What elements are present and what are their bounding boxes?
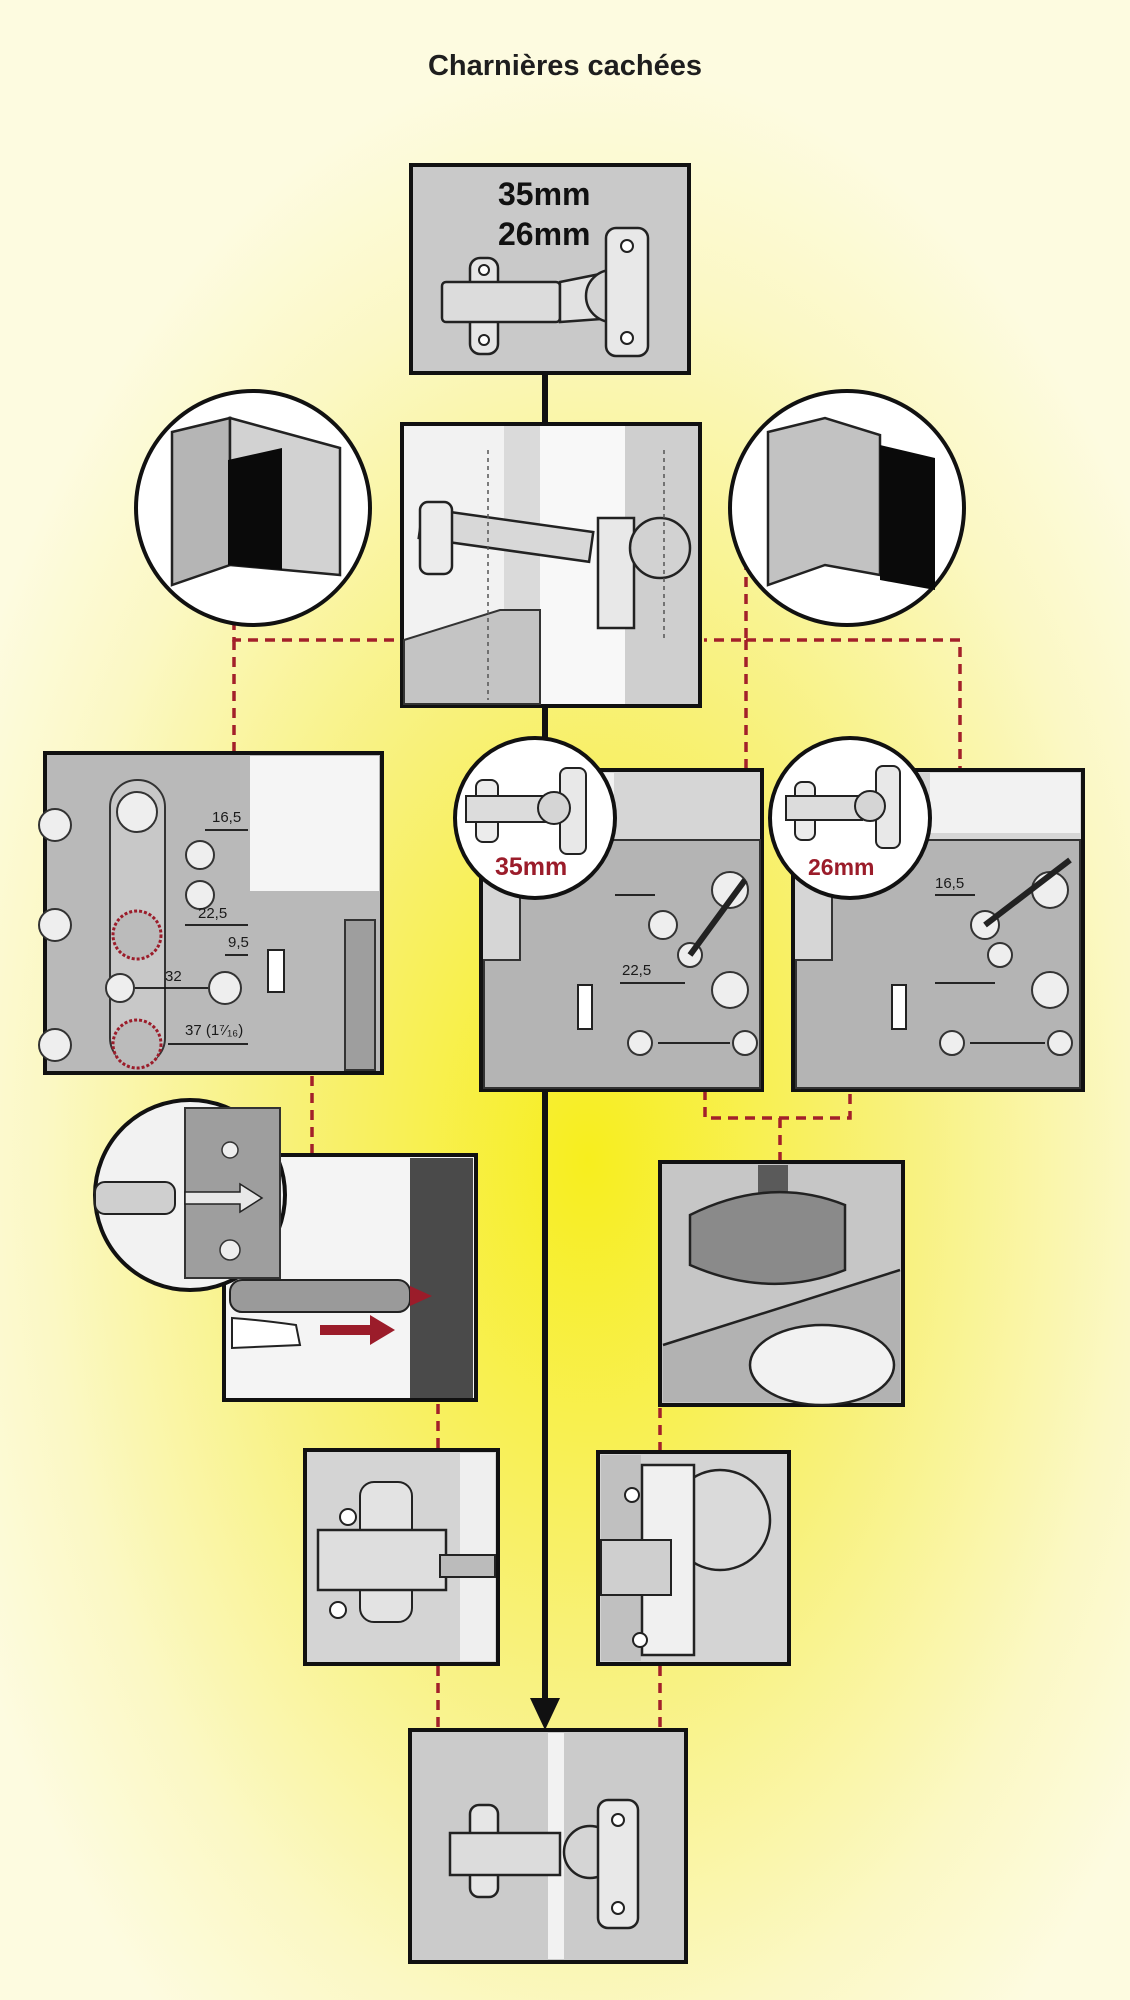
hinge-installed-panel: [400, 422, 702, 708]
inset-35-label: 35mm: [495, 853, 567, 881]
forstner-drilling-panel: [658, 1160, 905, 1407]
dim-35-22-5: 22,5: [622, 962, 651, 979]
hinge-icon: [440, 226, 650, 358]
cabinet-overlay-circle-right: [728, 389, 966, 627]
main-flow-line: [530, 372, 560, 1730]
dim-32: 32: [165, 968, 182, 985]
drilling-template-panel: 16,5 22,5 9,5 32 37 (1⁷⁄₁₆): [38, 751, 384, 1075]
size-26-label: 26mm: [498, 216, 591, 252]
inset-hinge-35mm: 35mm: [453, 736, 617, 900]
dim-9-5: 9,5: [228, 934, 249, 951]
inset-26-label: 26mm: [808, 854, 874, 880]
cabinet-overlay-circle-left: [134, 389, 372, 627]
size-35-label: 35mm: [498, 176, 591, 212]
dim-16-5: 16,5: [212, 809, 241, 826]
screw-hinge-cup-panel: [596, 1450, 791, 1666]
inset-hinge-26mm: 26mm: [768, 736, 932, 900]
page-title: Charnières cachées: [427, 50, 703, 82]
hinge-size-panel: 35mm 26mm: [409, 163, 691, 375]
dim-22-5: 22,5: [198, 905, 227, 922]
dim-26-16-5: 16,5: [935, 875, 964, 892]
dim-37: 37 (1⁷⁄₁₆): [185, 1022, 243, 1039]
screw-hinge-plate-panel: [303, 1448, 500, 1666]
dashed-connectors: [232, 560, 962, 1730]
final-hinge-panel: [408, 1728, 688, 1964]
down-arrow-icon: [530, 1698, 560, 1730]
punch-detail-circle: [93, 1098, 287, 1292]
